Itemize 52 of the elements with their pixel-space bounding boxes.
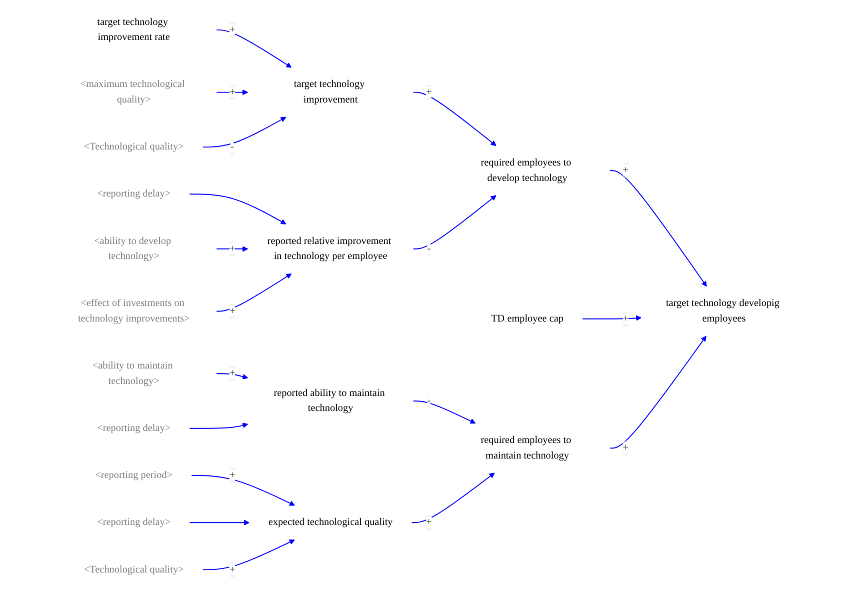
node-text: <reporting delay>: [96, 188, 170, 200]
node-text: <ability to develop technology>: [94, 236, 171, 262]
edge-label: +: [622, 164, 628, 176]
node-text: target technology improvement rate: [96, 16, 170, 43]
edge-label: +: [228, 24, 235, 36]
arrow: [410, 472, 494, 524]
arrow: [216, 373, 248, 380]
arrow: [216, 273, 292, 312]
node-text: <maximum technological quality>: [80, 78, 184, 106]
node-text: <reporting delay>: [96, 422, 170, 434]
arrow: [202, 116, 286, 148]
arrow: [582, 315, 642, 321]
edge-label: -: [230, 141, 234, 152]
arrow: [609, 170, 706, 287]
arrow: [202, 539, 294, 570]
arrow: [188, 520, 250, 526]
arrow: [412, 92, 496, 146]
arrow: [190, 475, 294, 506]
node-text: TD employee cap: [490, 313, 564, 324]
edge-label: -: [426, 243, 430, 254]
node-text: <reporting delay>: [96, 516, 170, 528]
node-text: reported relative improvement in technology per employee: [266, 236, 391, 262]
arrow: [188, 422, 248, 429]
edge-label: +: [622, 442, 628, 454]
arrow: [216, 90, 248, 96]
node-text: required employees to maintain technology: [480, 434, 571, 461]
edge-label: -: [426, 395, 430, 406]
edge-label: +: [622, 313, 628, 324]
arrow: [188, 194, 286, 224]
arrow: [609, 336, 706, 449]
node-text: target technology developig employees: [666, 298, 780, 324]
edge-label: +: [228, 368, 235, 379]
node-text: target technology improvement: [293, 78, 364, 106]
edge-label: +: [426, 516, 432, 528]
node-text: <reporting period>: [94, 470, 172, 481]
node-text: expected technological quality: [268, 516, 392, 528]
node-text: <ability to maintain technology>: [92, 360, 172, 386]
edge-label: +: [228, 564, 235, 575]
node-text: <effect of investments on technology improvements>: [78, 298, 190, 324]
arrow: [412, 195, 496, 250]
node-text: required employees to develop technology: [480, 157, 571, 184]
edge-label: +: [228, 243, 235, 254]
edge-label: +: [228, 470, 235, 481]
node-text: <Technological quality>: [83, 141, 184, 152]
node-text: <Technological quality>: [83, 564, 184, 575]
arrow: [412, 400, 476, 424]
edge-label: +: [426, 86, 432, 98]
edge-label: +: [228, 86, 235, 98]
node-text: reported ability to maintain technology: [273, 388, 384, 414]
arrow: [216, 29, 292, 68]
edge-label: +: [228, 306, 235, 316]
arrow: [216, 246, 248, 252]
